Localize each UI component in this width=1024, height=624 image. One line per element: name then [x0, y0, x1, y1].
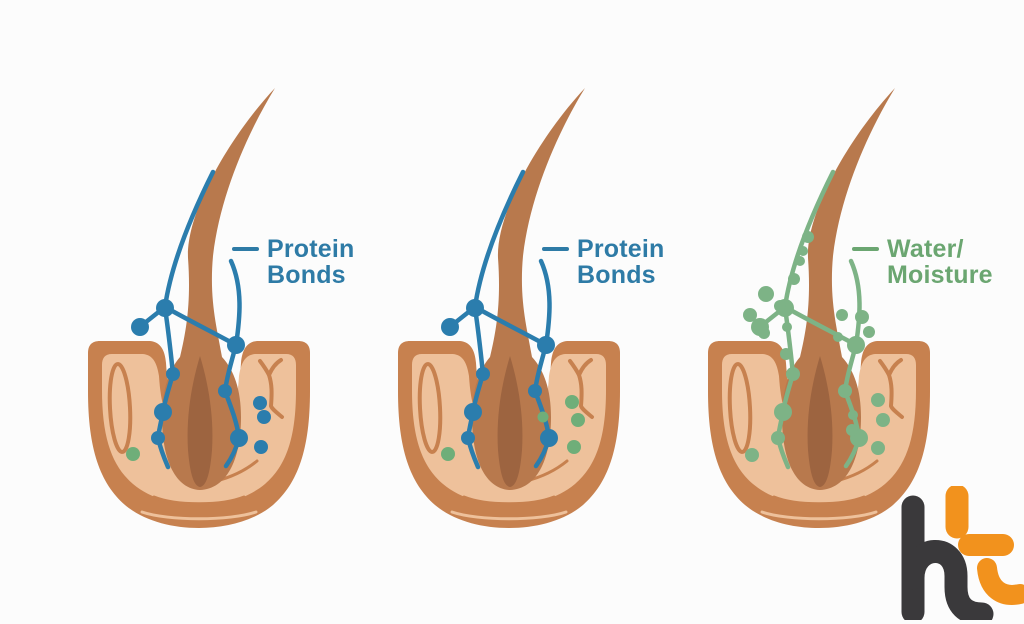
logo-letter-t: [945, 486, 1024, 605]
water-moisture-dots: [743, 231, 890, 462]
loose-bond-dots: [126, 396, 271, 461]
label-leader-line: [542, 247, 569, 251]
hair-follicle-illustration-3: [706, 86, 932, 530]
label-leader-line: [852, 247, 879, 251]
panel-water-moisture: Water/ Moisture: [690, 60, 993, 540]
label-line2: Bonds: [577, 261, 656, 289]
hair-follicle-illustration-2: [396, 86, 622, 530]
label-line1: Protein: [267, 235, 355, 263]
label-protein-bonds-2: Protein Bonds: [542, 236, 665, 288]
label-line1: Water/: [887, 235, 964, 263]
panel-protein-bonds-2: Protein Bonds: [380, 60, 680, 540]
label-water-moisture: Water/ Moisture: [852, 236, 993, 288]
logo-letter-h: [901, 495, 994, 620]
hair-follicle-illustration-1: [86, 86, 312, 530]
label-line2: Moisture: [887, 261, 993, 289]
label-leader-line: [232, 247, 259, 251]
follicle-graphic: [86, 86, 312, 530]
label-line2: Bonds: [267, 261, 346, 289]
follicle-graphic: [396, 86, 622, 530]
moisture-dots: [441, 395, 585, 461]
label-line1: Protein: [577, 235, 665, 263]
label-protein-bonds-1: Protein Bonds: [232, 236, 355, 288]
follicle-graphic: [706, 86, 932, 530]
panel-protein-bonds-1: Protein Bonds: [70, 60, 370, 540]
ht-logo: [901, 486, 1024, 620]
